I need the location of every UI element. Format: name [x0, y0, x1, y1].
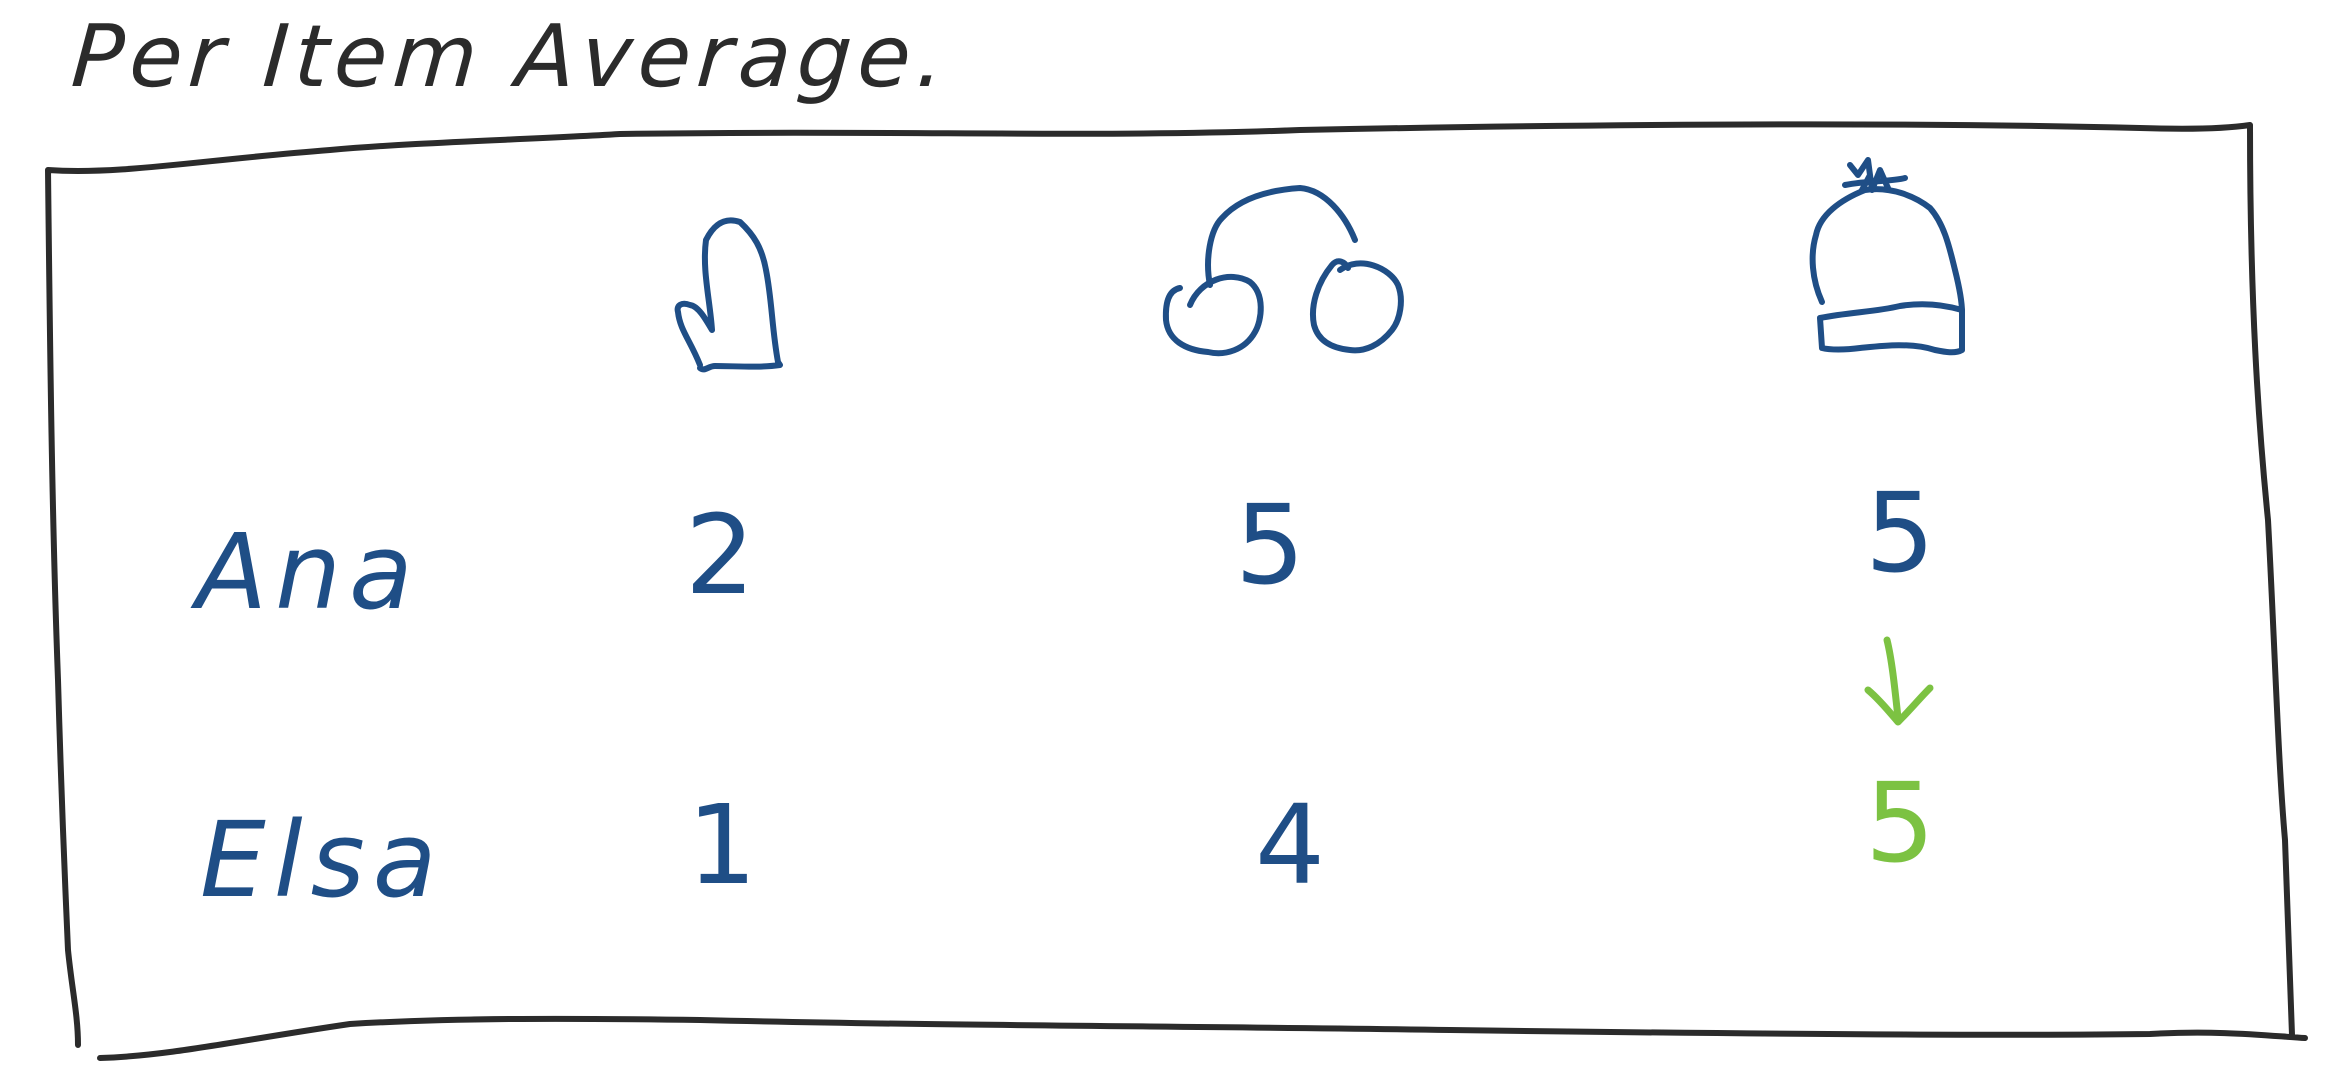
cell-ana-earmuffs: 5 [1235, 481, 1305, 609]
table-border [45, 121, 2308, 1061]
green-arrow [1864, 636, 1934, 726]
row-label-ana: Ana [196, 511, 421, 633]
beanie-icon [1809, 157, 1965, 356]
cell-ana-mitten: 2 [685, 491, 755, 619]
row-label-elsa: Elsa [200, 799, 445, 921]
mitten-icon [674, 217, 783, 373]
earmuffs-icon [1162, 185, 1404, 357]
cell-elsa-mitten: 1 [687, 781, 757, 909]
cell-elsa-beanie: 5 [1865, 759, 1935, 887]
cell-ana-beanie: 5 [1865, 469, 1935, 597]
cell-elsa-earmuffs: 4 [1255, 781, 1325, 909]
page-title: Per Item Average. [68, 7, 954, 107]
